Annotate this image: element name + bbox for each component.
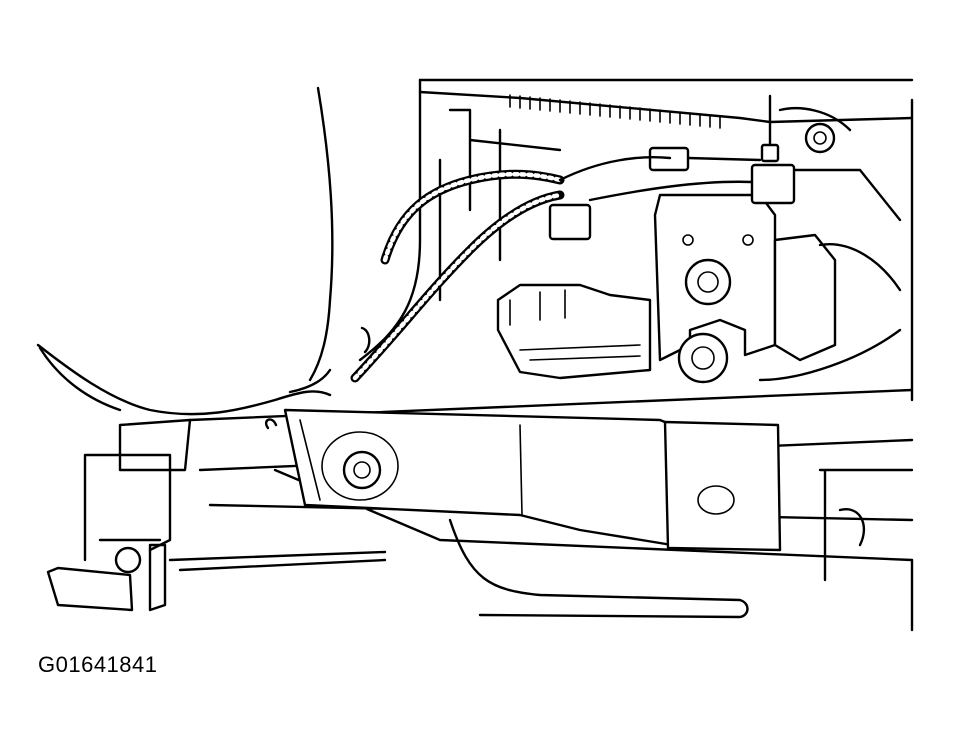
cowl-panel <box>418 78 914 124</box>
support-bracket-crease <box>299 419 523 516</box>
strut-bolt-inner <box>813 131 827 145</box>
support-bracket <box>283 408 674 547</box>
inner-fender-panel <box>36 343 332 416</box>
mounting-tab-hole <box>114 546 142 574</box>
bracket-bolt-core <box>353 461 371 479</box>
bracket-bolt <box>342 450 382 490</box>
upper-mount-bolt-inner <box>697 271 719 293</box>
tab-clip <box>148 543 167 612</box>
pump-lines <box>758 168 902 382</box>
connector-clip <box>760 143 780 163</box>
lower-mount-bolt-inner <box>691 346 715 370</box>
end-plate <box>663 420 782 552</box>
upper-mount-bolt <box>684 258 732 306</box>
control-module-body <box>496 283 652 380</box>
frame-mount-pin <box>264 418 278 430</box>
figure-id-label: G01641841 <box>38 652 158 677</box>
strut-bolt <box>804 122 836 154</box>
hood-edge <box>358 78 422 362</box>
pump-housing <box>773 233 837 362</box>
fender-outline <box>308 86 334 382</box>
end-plate-hole <box>697 485 735 515</box>
bracket-hole-right <box>742 234 754 246</box>
right-frame-section <box>818 468 914 582</box>
lower-cross-member <box>448 518 914 632</box>
cowl-vent-teeth <box>509 94 721 129</box>
mounting-tab <box>46 566 134 612</box>
lower-body-panel <box>38 346 122 412</box>
wiring-harness-upper-braid <box>382 171 563 263</box>
lower-mount-bolt <box>677 332 729 384</box>
connector-upper-right <box>750 163 796 205</box>
bracket-bolt-recess <box>321 431 399 501</box>
firewall-panel <box>438 108 562 302</box>
wiring-harness-main-braid <box>352 192 563 381</box>
harness-wires <box>558 155 762 202</box>
bracket-hole-upper <box>682 234 694 246</box>
frame-rail-edge <box>118 418 192 472</box>
control-module-ribs <box>509 289 641 361</box>
lower-bar <box>168 550 387 572</box>
harness-clip-lower <box>288 326 371 394</box>
connector-upper-left <box>548 203 592 241</box>
